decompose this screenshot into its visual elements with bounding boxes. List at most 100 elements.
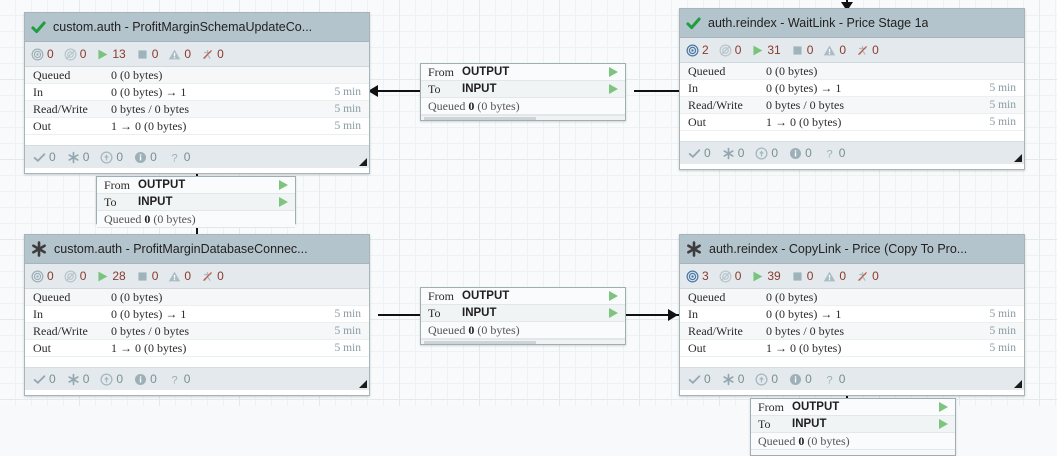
check-small-icon bbox=[688, 373, 701, 386]
asterisk-icon bbox=[722, 373, 735, 386]
row-value: 0 (0 bytes) bbox=[766, 289, 818, 304]
processor-node-copylink[interactable]: auth.reindex - CopyLink - Price (Copy To… bbox=[679, 234, 1025, 396]
connection-scrollbar[interactable] bbox=[421, 115, 625, 120]
check-small-icon bbox=[688, 147, 701, 160]
stat-value: 0 bbox=[47, 269, 54, 283]
bulletin-value: 0 bbox=[116, 372, 124, 386]
connection-arrow-bottom-right bbox=[668, 309, 678, 321]
stat-value: 0 bbox=[217, 47, 224, 61]
bulletin-value: 0 bbox=[183, 150, 191, 164]
to-value: INPUT bbox=[138, 196, 173, 208]
processor-node-database-connect[interactable]: custom.auth - ProfitMarginDatabaseConnec… bbox=[24, 234, 370, 396]
stat-row-out: Out 1 → 0 (0 bytes) 5 min bbox=[680, 114, 1024, 131]
connection-label-left[interactable]: From OUTPUT To INPUT Queued 0 (0 bytes) bbox=[96, 176, 296, 228]
processor-stats-bar: 0 0 28 0 bbox=[25, 264, 369, 289]
stat-not-transmitting: 0 bbox=[719, 269, 741, 283]
processor-title: auth.reindex - WaitLink - Price Stage 1a bbox=[708, 16, 929, 30]
connection-scrollbar[interactable] bbox=[421, 339, 625, 344]
stat-row-read-write: Read/Write 0 bytes / 0 bytes 5 min bbox=[680, 323, 1024, 340]
up-arrow-circle-icon bbox=[755, 372, 768, 386]
processor-bulletin-bar: 0 0 0 0 ? bbox=[680, 367, 1024, 390]
connection-queued-row: Queued 0 (0 bytes) bbox=[97, 211, 295, 228]
bulletin-value: 0 bbox=[49, 150, 56, 164]
queued-label: Queued bbox=[104, 211, 142, 226]
bulletin-asterisk: 0 bbox=[722, 372, 745, 386]
processor-node-waitlink[interactable]: auth.reindex - WaitLink - Price Stage 1a… bbox=[679, 8, 1025, 170]
bulletin-value: 0 bbox=[838, 372, 846, 386]
resize-handle[interactable] bbox=[359, 158, 367, 166]
bulletin-info: 0 bbox=[134, 150, 157, 164]
stat-row-queued: Queued 0 (0 bytes) bbox=[25, 289, 369, 306]
connection-label-bottom[interactable]: From OUTPUT To INPUT Queued 0 (0 bytes) bbox=[420, 287, 626, 345]
stopped-icon bbox=[791, 270, 804, 283]
connection-line-left-vert-bottom[interactable] bbox=[196, 222, 198, 236]
bulletin-question: ? 0 bbox=[168, 372, 190, 386]
stat-stopped: 0 bbox=[791, 269, 813, 283]
processor-title: auth.reindex - CopyLink - Price (Copy To… bbox=[709, 242, 968, 256]
connection-label-bottom-right[interactable]: From OUTPUT To INPUT Queued 0 (0 bytes) bbox=[750, 398, 956, 456]
disabled-icon bbox=[856, 270, 869, 283]
processor-stats-bar: 0 0 13 0 bbox=[25, 42, 369, 67]
processor-node-schema-update[interactable]: custom.auth - ProfitMarginSchemaUpdateCo… bbox=[24, 12, 370, 174]
stat-value: 3 bbox=[702, 269, 709, 283]
run-indicator-icon bbox=[609, 84, 618, 94]
connection-arrow-top-right-down bbox=[841, 2, 853, 11]
row-label: In bbox=[33, 306, 43, 321]
queued-count: 0 bbox=[798, 433, 805, 448]
stat-value: 0 bbox=[839, 269, 847, 283]
bulletin-asterisk: 0 bbox=[67, 372, 89, 386]
row-value: 1 → 0 (0 bytes) bbox=[766, 340, 842, 355]
stat-transmitting: 0 bbox=[31, 47, 54, 61]
row-label: In bbox=[688, 306, 698, 321]
stat-transmitting: 2 bbox=[686, 43, 709, 57]
connection-to-row: To INPUT bbox=[421, 305, 625, 322]
asterisk-status-icon bbox=[686, 241, 702, 257]
to-value: INPUT bbox=[462, 83, 497, 95]
bulletin-up-arrow: 0 bbox=[755, 372, 778, 386]
up-arrow-circle-icon bbox=[100, 150, 113, 164]
stat-stopped: 0 bbox=[136, 269, 158, 283]
stat-value: 28 bbox=[112, 269, 126, 283]
stat-transmitting: 0 bbox=[31, 269, 54, 283]
stat-value: 0 bbox=[79, 269, 87, 283]
connection-label-top[interactable]: From OUTPUT To INPUT Queued 0 (0 bytes) bbox=[420, 63, 626, 121]
resize-handle[interactable] bbox=[359, 380, 367, 388]
processor-body: Queued 0 (0 bytes) In 0 (0 bytes) → 1 5 … bbox=[680, 289, 1024, 367]
stat-invalid: 0 bbox=[823, 43, 846, 57]
stat-value: 31 bbox=[767, 43, 781, 57]
stat-not-transmitting: 0 bbox=[719, 43, 741, 57]
connection-line-bottom-right[interactable] bbox=[626, 314, 680, 316]
bulletin-check: 0 bbox=[33, 372, 56, 386]
row-value: 0 (0 bytes) → 1 bbox=[766, 306, 842, 321]
row-value: 0 bytes / 0 bytes bbox=[111, 323, 189, 338]
processor-body: Queued 0 (0 bytes) In 0 (0 bytes) → 1 5 … bbox=[25, 289, 369, 367]
row-time: 5 min bbox=[989, 99, 1016, 111]
bulletin-info: 0 bbox=[789, 372, 812, 386]
connection-line-top-left-seg[interactable] bbox=[378, 90, 420, 92]
row-value: 0 bytes / 0 bytes bbox=[766, 97, 844, 112]
to-label: To bbox=[428, 81, 441, 96]
stat-transmitting: 3 bbox=[686, 269, 709, 283]
stat-not-transmitting: 0 bbox=[64, 269, 87, 283]
row-time: 5 min bbox=[334, 308, 361, 320]
processor-body: Queued 0 (0 bytes) In 0 (0 bytes) → 1 5 … bbox=[680, 63, 1024, 141]
check-small-icon bbox=[33, 151, 46, 164]
stat-invalid: 0 bbox=[168, 47, 191, 61]
info-circle-icon bbox=[789, 147, 802, 160]
bulletin-value: 0 bbox=[737, 372, 745, 386]
stat-value: 0 bbox=[151, 47, 159, 61]
row-value: 0 (0 bytes) bbox=[111, 289, 163, 304]
connection-from-row: From OUTPUT bbox=[421, 288, 625, 305]
queued-size: (0 bytes) bbox=[477, 322, 520, 337]
connection-line-bottom-left[interactable] bbox=[378, 314, 422, 316]
resize-handle[interactable] bbox=[1014, 154, 1022, 162]
row-time: 5 min bbox=[989, 116, 1016, 128]
asterisk-icon bbox=[67, 151, 80, 164]
resize-handle[interactable] bbox=[1014, 380, 1022, 388]
processor-body: Queued 0 (0 bytes) In 0 (0 bytes) → 1 5 … bbox=[25, 67, 369, 145]
stat-row-in: In 0 (0 bytes) → 1 5 min bbox=[25, 306, 369, 323]
bulletin-up-arrow: 0 bbox=[100, 150, 123, 164]
from-label: From bbox=[758, 399, 785, 414]
row-value: 0 bytes / 0 bytes bbox=[766, 323, 844, 338]
